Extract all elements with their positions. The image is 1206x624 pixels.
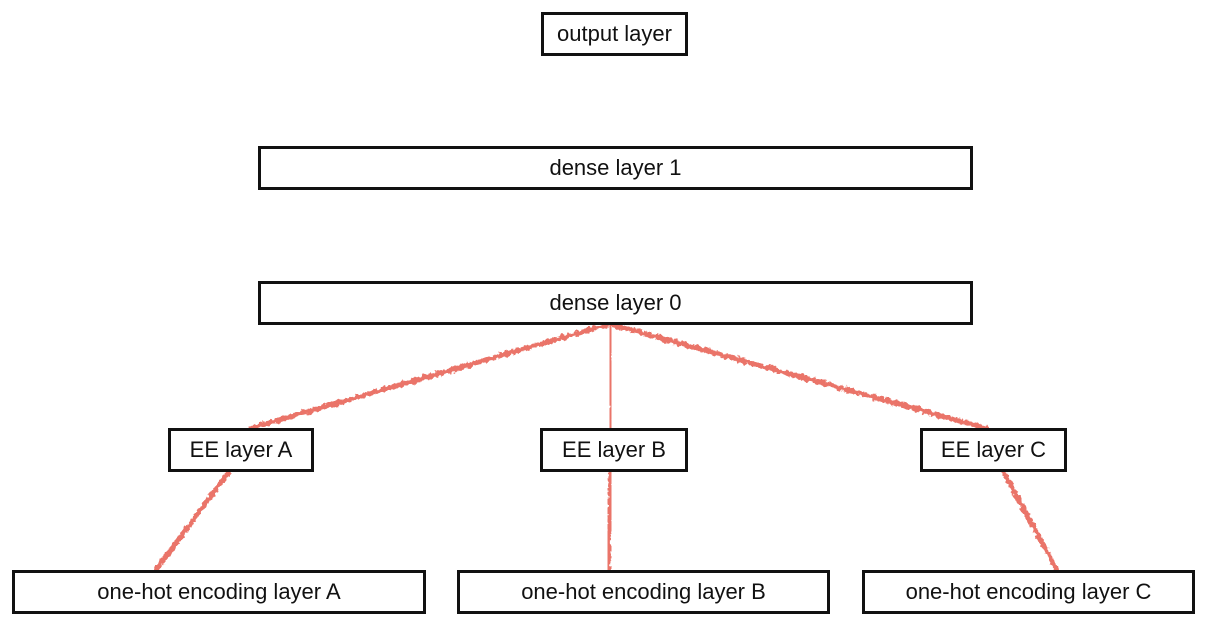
edge-ee-layer-a-to-one-hot-encoding-layer-a: [153, 470, 231, 573]
node-ee-layer-b: EE layer B: [540, 428, 688, 472]
edge-dense-layer-0-to-ee-layer-c: [607, 321, 988, 431]
node-ee-layer-a: EE layer A: [168, 428, 314, 472]
edge-dense-layer-0-to-ee-layer-a: [248, 321, 613, 431]
node-ee-layer-a-label: EE layer A: [189, 437, 293, 462]
node-output-layer-label: output layer: [557, 21, 672, 46]
node-one-hot-encoding-layer-b: one-hot encoding layer B: [457, 570, 830, 614]
node-ee-layer-c: EE layer C: [920, 428, 1067, 472]
edge-dense-layer-0-to-ee-layer-b: [607, 321, 614, 431]
node-one-hot-encoding-layer-c-label: one-hot encoding layer C: [905, 579, 1152, 604]
node-dense-layer-1: dense layer 1: [258, 146, 973, 190]
node-one-hot-encoding-layer-c: one-hot encoding layer C: [862, 570, 1195, 614]
node-one-hot-encoding-layer-b-label: one-hot encoding layer B: [521, 579, 766, 604]
node-dense-layer-1-label: dense layer 1: [549, 155, 682, 180]
node-one-hot-encoding-layer-a: one-hot encoding layer A: [12, 570, 426, 614]
node-ee-layer-b-label: EE layer B: [562, 437, 666, 462]
node-dense-layer-0: dense layer 0: [258, 281, 973, 325]
node-dense-layer-0-label: dense layer 0: [549, 290, 682, 315]
node-one-hot-encoding-layer-a-label: one-hot encoding layer A: [97, 579, 341, 604]
node-ee-layer-c-label: EE layer C: [940, 437, 1047, 462]
edge-ee-layer-c-to-one-hot-encoding-layer-c: [1001, 470, 1060, 573]
edge-ee-layer-b-to-one-hot-encoding-layer-b: [605, 470, 614, 573]
node-output-layer: output layer: [541, 12, 688, 56]
